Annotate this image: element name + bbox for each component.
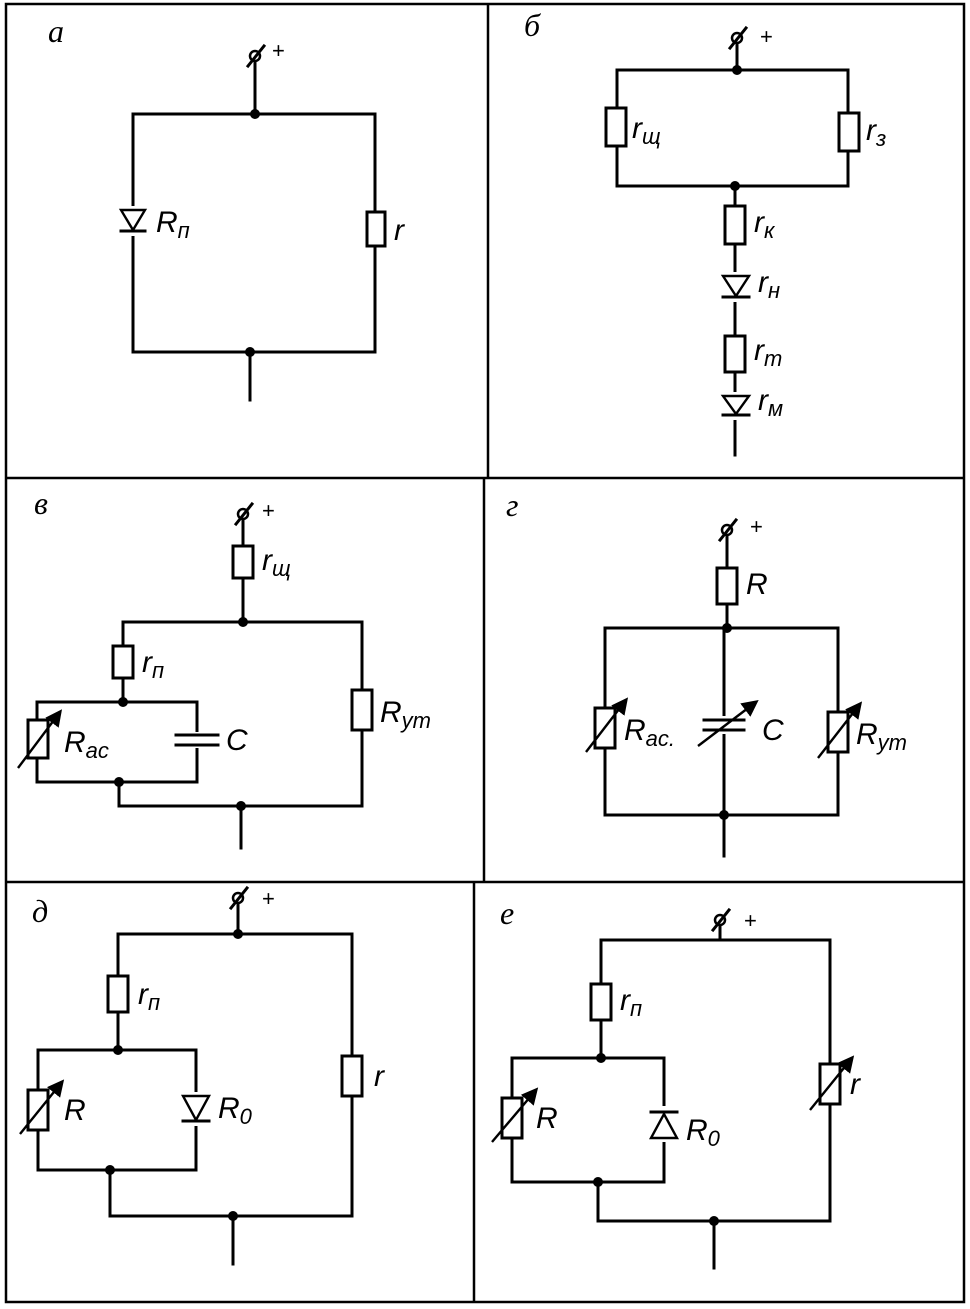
junction-dot — [114, 777, 124, 787]
grid-frame — [4, 2, 966, 1304]
label-rsh: rщ — [262, 544, 291, 581]
label-R: R — [536, 1102, 558, 1135]
diode-icon — [720, 392, 752, 420]
panel-label: б — [524, 7, 541, 43]
plus-sign: + — [262, 886, 275, 911]
plus-sign: + — [262, 498, 275, 523]
label-R: R — [746, 568, 768, 601]
capacitor-icon — [170, 732, 224, 748]
diode-icon — [648, 1106, 680, 1142]
inner-loop — [510, 1056, 666, 1184]
label-rm: rм — [758, 384, 783, 421]
label-rn: rн — [758, 266, 780, 303]
label-rp: rп — [142, 646, 164, 683]
label-rn: rп — [138, 978, 160, 1015]
diode-icon — [720, 272, 752, 302]
inner-loop — [36, 1048, 198, 1172]
junction-dot — [593, 1177, 603, 1187]
resistor-icon — [837, 111, 861, 153]
label-rk: rк — [754, 206, 776, 243]
label-rt: rт — [754, 334, 782, 371]
plus-sign: + — [760, 24, 773, 49]
panel-e: е + rп R R0 r — [491, 895, 861, 1270]
label-Rn: Rп — [156, 206, 190, 243]
label-Rac: Rас. — [624, 714, 675, 751]
resistor-icon — [231, 544, 255, 580]
label-Rut: Rут — [856, 718, 907, 755]
plus-sign: + — [744, 908, 757, 933]
panel-label: д — [32, 893, 48, 929]
circuit-loop — [603, 626, 840, 817]
resistor-icon — [589, 982, 613, 1022]
variable-capacitor-icon — [697, 699, 759, 747]
label-C: C — [226, 724, 248, 757]
panel-a: а + Rп r — [48, 13, 405, 402]
label-rsh: rщ — [632, 112, 661, 149]
diode-icon — [118, 206, 148, 236]
plus-sign: + — [272, 38, 285, 63]
resistor-icon — [111, 644, 135, 680]
diode-icon — [180, 1092, 212, 1126]
plus-sign: + — [750, 514, 763, 539]
panel-label: г — [506, 487, 518, 523]
label-R0: R0 — [686, 1114, 721, 1151]
junction-dot — [719, 810, 729, 820]
resistor-icon — [340, 1054, 364, 1098]
label-rp: rп — [620, 984, 642, 1021]
label-r: r — [850, 1068, 861, 1101]
label-Rac: Rас — [64, 726, 109, 763]
panel-g: г + R Rас. C Rут — [506, 487, 907, 858]
panel-label: е — [500, 895, 514, 931]
label-rz: rз — [866, 114, 886, 151]
label-r: r — [374, 1060, 385, 1093]
panel-label: в — [34, 485, 48, 521]
label-R: R — [64, 1094, 86, 1127]
label-r: r — [394, 214, 405, 247]
resistor-icon — [723, 204, 747, 246]
label-R0: R0 — [218, 1092, 253, 1129]
resistor-icon — [723, 334, 747, 374]
resistor-icon — [365, 210, 387, 248]
circuit-loop — [117, 620, 364, 808]
panel-v: в + rщ rп Rас C Rут — [17, 485, 431, 850]
label-Rut: Rут — [380, 696, 431, 733]
circuit-loop — [108, 932, 354, 1218]
panel-d: д + rп R R0 r — [19, 885, 385, 1266]
junction-dot — [105, 1165, 115, 1175]
resistor-icon — [106, 974, 130, 1014]
circuit-loop — [596, 938, 832, 1223]
resistor-icon — [604, 106, 628, 148]
label-C: C — [762, 714, 784, 747]
circuit-loop — [131, 112, 377, 354]
panel-label: а — [48, 13, 64, 49]
resistor-icon — [715, 566, 739, 606]
panel-b: б + rщ rз rк rн rт rм — [524, 7, 886, 457]
resistor-icon — [350, 688, 374, 732]
